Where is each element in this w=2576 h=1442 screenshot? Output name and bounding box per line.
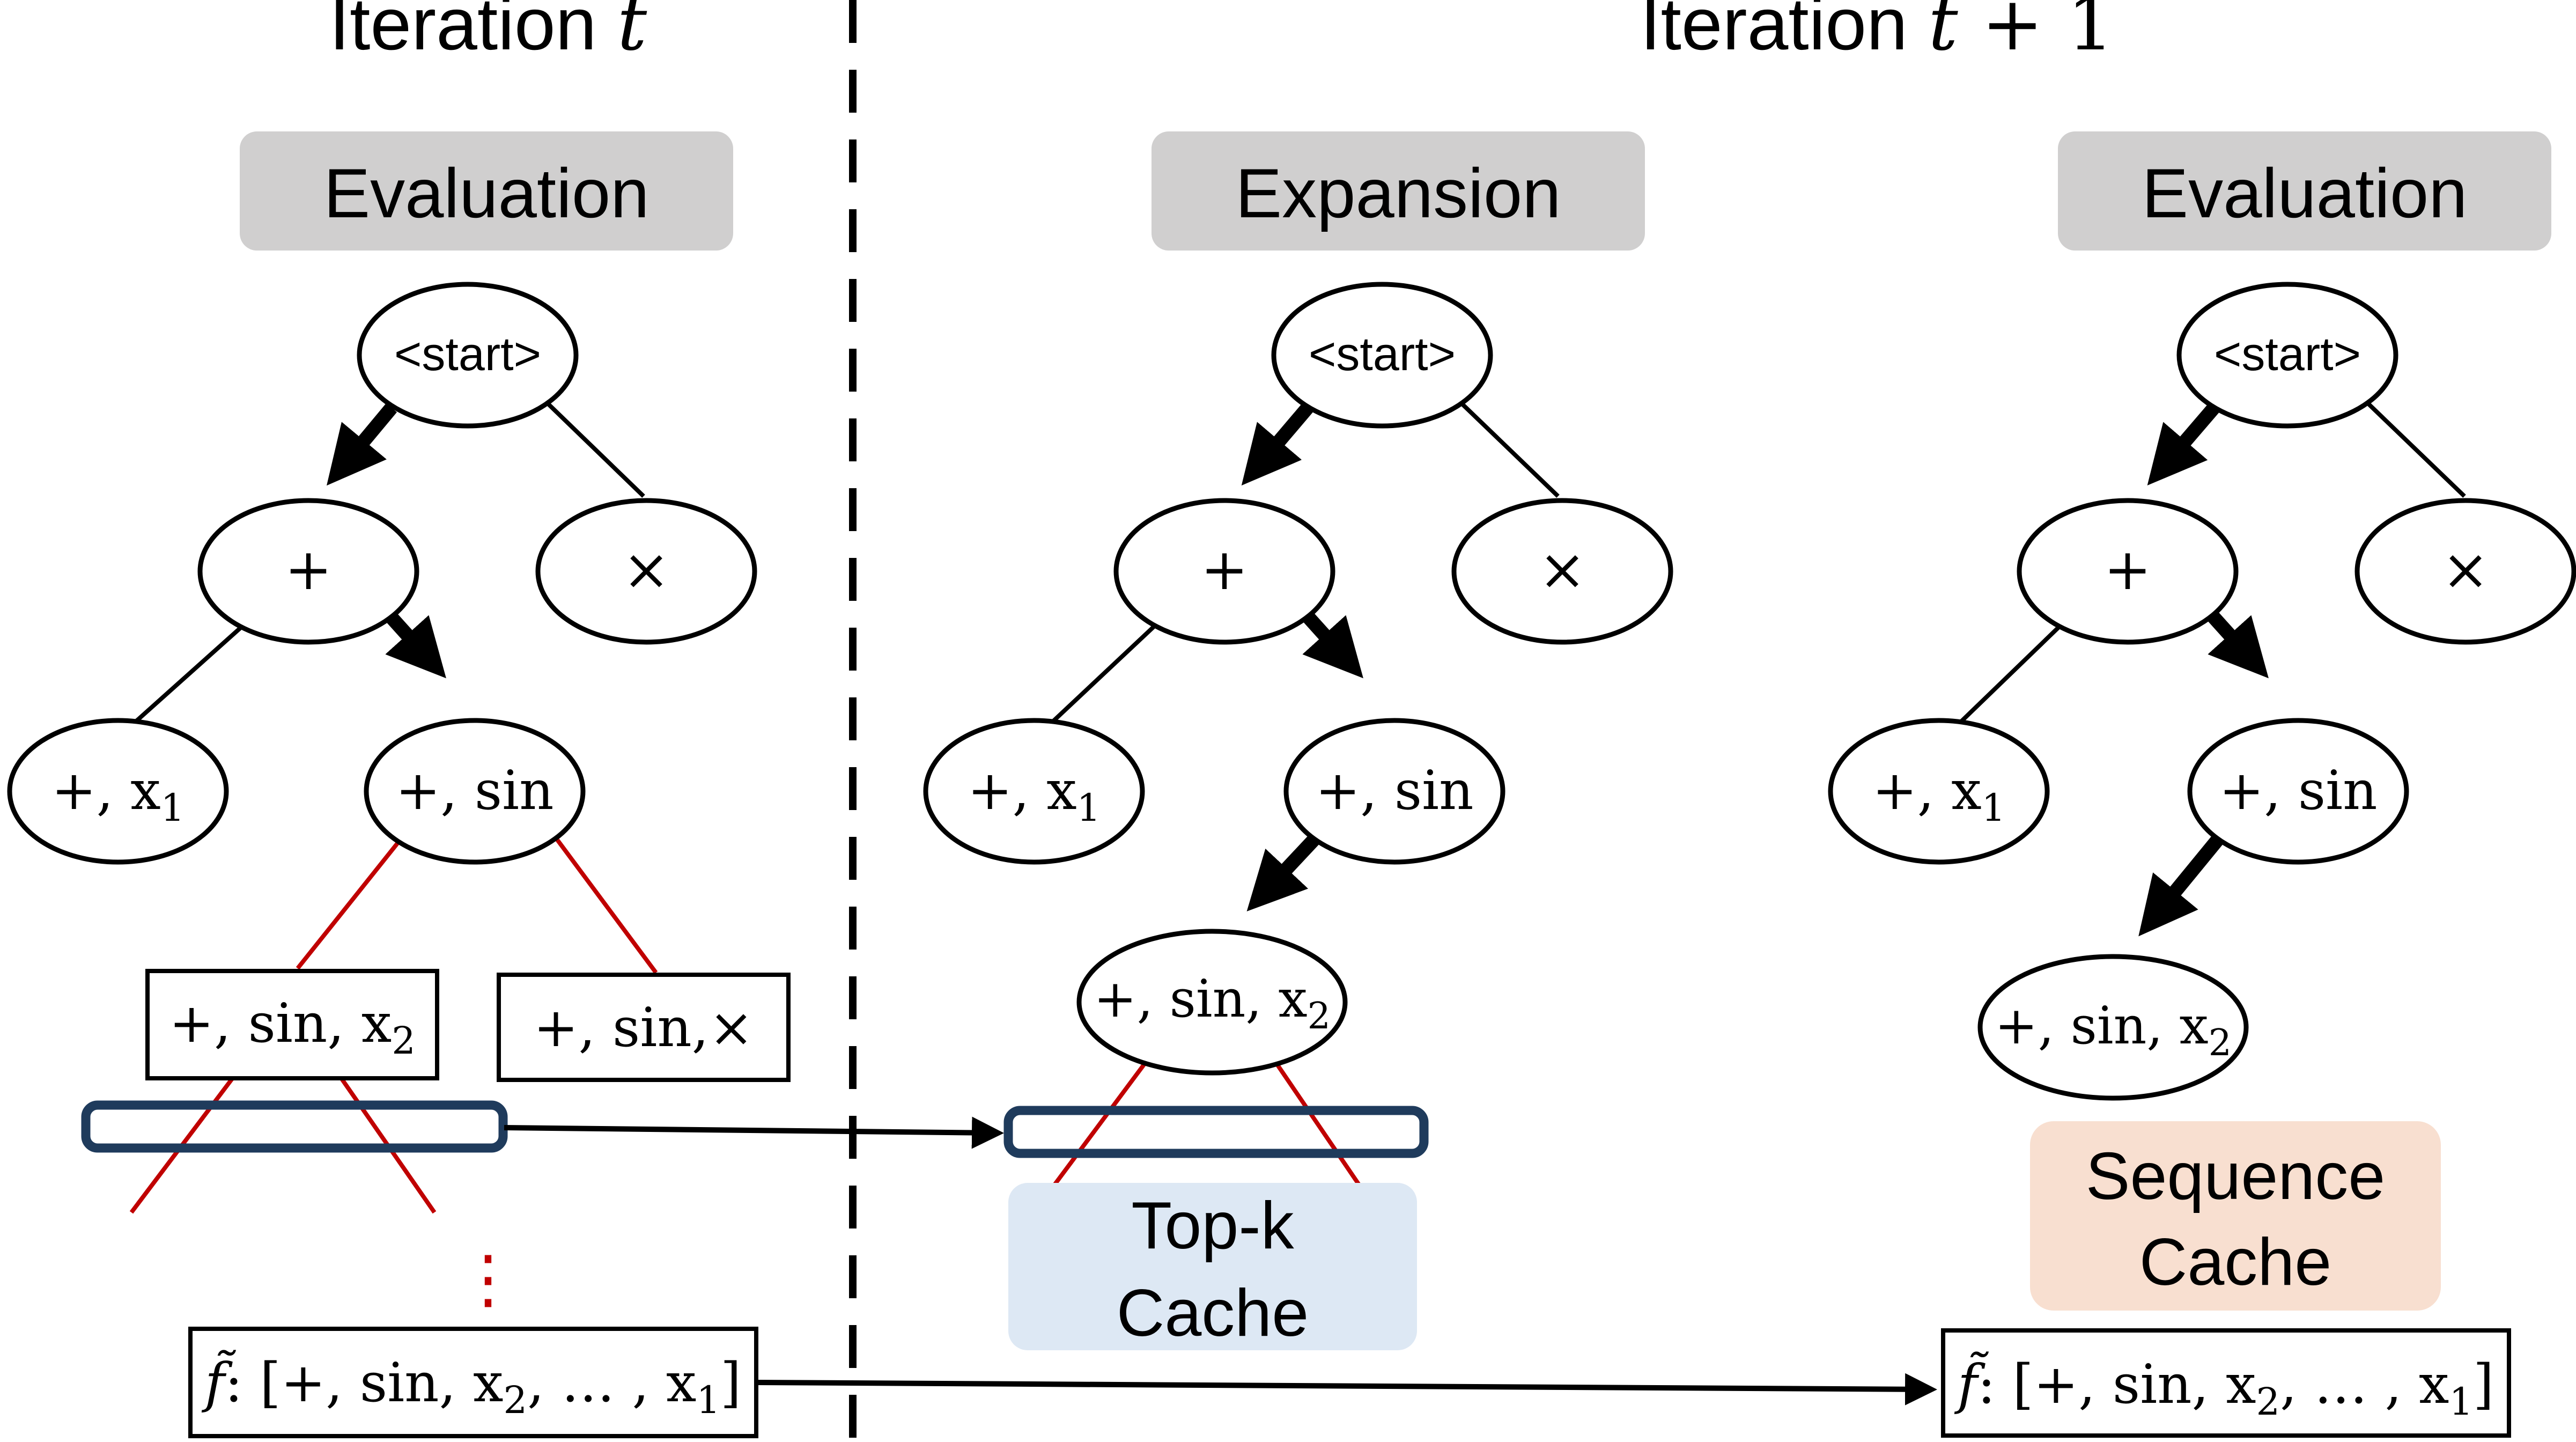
topk-cache: Top-k Cache <box>1008 1183 1417 1350</box>
svg-text:Sequence: Sequence <box>2086 1139 2385 1213</box>
pruned-edge <box>296 839 402 970</box>
edge-bold <box>381 607 446 679</box>
svg-text:+, sin,×: +, sin,× <box>534 996 754 1059</box>
svg-text:Evaluation: Evaluation <box>2142 154 2467 232</box>
edge-bold <box>2203 607 2269 679</box>
edge-thin <box>2365 400 2466 498</box>
svg-text:+: + <box>2104 536 2152 602</box>
node-plus-sin: +, sin <box>2187 718 2409 865</box>
phase-evaluation-left: Evaluation <box>240 131 733 251</box>
svg-text:Expansion: Expansion <box>1235 154 1561 232</box>
node-plus-x1: +, x1 <box>923 718 1145 865</box>
node-plus: + <box>2017 498 2239 645</box>
node-times: × <box>535 498 757 645</box>
phase-expansion: Expansion <box>1152 131 1645 251</box>
header-iteration-t-plus-1: Iteration t + 1 <box>1640 0 2114 67</box>
sequence-cache: Sequence Cache <box>2030 1121 2441 1311</box>
node-times: × <box>1451 498 1673 645</box>
svg-text:Cache: Cache <box>1117 1276 1309 1350</box>
edge-bold <box>1298 607 1363 679</box>
node-plus-sin-x2: +, sin, x2 <box>1977 954 2249 1101</box>
svg-text:×: × <box>1539 536 1586 602</box>
node-plus: + <box>1113 498 1335 645</box>
svg-text:+, sin, x2: +, sin, x2 <box>1094 969 1331 1038</box>
svg-text:f̃: [+, sin, x2, … , x1]: f̃: [+, sin, x2, … , x1] <box>1954 1351 2494 1424</box>
sequence-right: f̃: [+, sin, x2, … , x1] <box>1941 1328 2511 1438</box>
svg-text:Top-k: Top-k <box>1131 1189 1294 1263</box>
edge-thin <box>1458 400 1560 498</box>
svg-text:Cache: Cache <box>2139 1225 2331 1299</box>
svg-text:f̃: [+, sin, x2, … , x1]: f̃: [+, sin, x2, … , x1] <box>201 1350 741 1422</box>
node-plus-sin: +, sin <box>1283 718 1505 865</box>
candidate-plus-sin-x2: +, sin, x2 <box>145 969 439 1080</box>
svg-text:+, sin: +, sin <box>1315 759 1473 822</box>
svg-text:<start>: <start> <box>394 327 541 380</box>
tree-middle: <start> + × +, x1 +, sin +, sin, x2 Top-… <box>923 282 1673 1350</box>
svg-text:<start>: <start> <box>1309 327 1456 380</box>
edge-bold <box>2147 403 2219 485</box>
svg-text:+: + <box>285 536 333 602</box>
node-start: <start> <box>2176 282 2398 429</box>
arrow-sequence-transfer <box>757 1373 1937 1406</box>
node-start: <start> <box>357 282 579 429</box>
svg-text:+, x1: +, x1 <box>51 759 184 830</box>
svg-text:+, sin: +, sin <box>2219 759 2377 822</box>
edge-bold <box>1246 835 1319 911</box>
node-plus-x1: +, x1 <box>7 718 229 865</box>
pruned-edge <box>1272 1058 1362 1187</box>
topk-selection-left <box>81 1100 508 1153</box>
topk-selection-middle <box>1003 1106 1429 1158</box>
node-times: × <box>2354 498 2576 645</box>
edge-bold <box>2138 835 2224 937</box>
edge-bold <box>1241 403 1313 485</box>
svg-text:+, x1: +, x1 <box>968 759 1101 830</box>
svg-text:+, sin: +, sin <box>395 759 553 822</box>
svg-text:+: + <box>1201 536 1249 602</box>
ellipsis: ⋮ <box>456 1242 520 1316</box>
svg-text:+, sin, x2: +, sin, x2 <box>1995 996 2232 1064</box>
node-plus-sin: +, sin <box>364 718 586 865</box>
tree-left: <start> + × +, x1 +, sin +, sin, x2 +, s… <box>7 282 791 1438</box>
svg-text:×: × <box>2442 536 2490 602</box>
node-plus: + <box>197 498 419 645</box>
edge-bold <box>327 403 397 486</box>
svg-text:×: × <box>623 536 670 602</box>
header-iteration-t: Iteration t <box>329 0 647 67</box>
phase-evaluation-right: Evaluation <box>2058 131 2551 251</box>
pruned-edge <box>553 835 658 974</box>
edge-thin <box>544 400 645 498</box>
svg-text:Evaluation: Evaluation <box>323 154 649 232</box>
arrow-topk-transfer <box>504 1116 1004 1149</box>
svg-text:<start>: <start> <box>2214 327 2361 380</box>
sequence-left: f̃: [+, sin, x2, … , x1] <box>188 1327 758 1438</box>
pruned-edge <box>1052 1058 1150 1187</box>
tree-right: <start> + × +, x1 +, sin +, sin, x2 Sequ… <box>1828 282 2576 1438</box>
node-start: <start> <box>1271 282 1493 429</box>
svg-text:+, sin, x2: +, sin, x2 <box>169 992 416 1063</box>
candidate-plus-sin-times: +, sin,× <box>497 973 791 1082</box>
node-plus-sin-x2: +, sin, x2 <box>1076 929 1348 1076</box>
node-plus-x1: +, x1 <box>1828 718 2050 865</box>
svg-text:+, x1: +, x1 <box>1872 759 2005 830</box>
